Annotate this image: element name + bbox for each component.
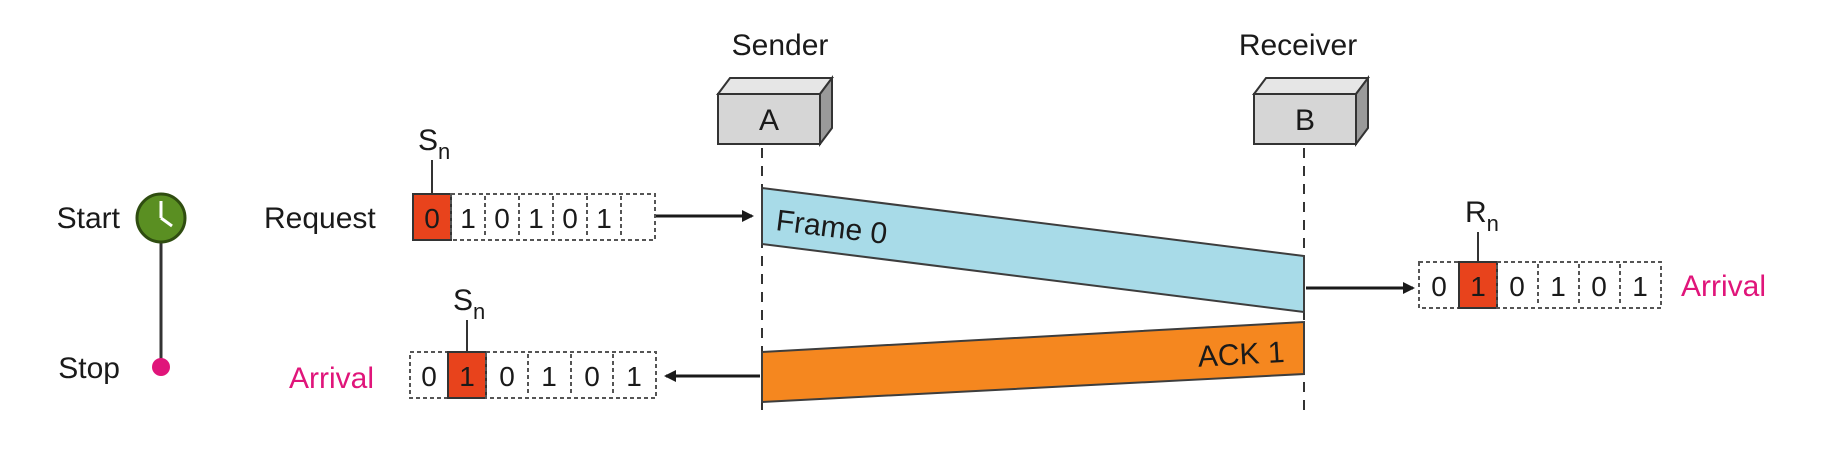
receiver-box-letter: B	[1295, 104, 1315, 137]
receiver-label: Receiver	[1239, 29, 1357, 62]
sn-pointer-label-top: Sn	[418, 124, 450, 164]
request-label: Request	[264, 202, 376, 235]
window-cell: 1	[1470, 271, 1486, 302]
window-cell: 0	[499, 361, 515, 392]
window-outline	[450, 193, 656, 241]
window-cell: 1	[459, 361, 475, 392]
rn-pointer-label: Rn	[1465, 196, 1499, 236]
window-cell: 1	[596, 203, 612, 234]
receiver-window: Rn 0 1 0 1 0 1 Arrival	[1418, 196, 1766, 309]
ack-band	[761, 320, 1305, 404]
window-cell: 1	[1632, 271, 1648, 302]
sender-window-top: Request Sn 0 1 0 1 0 1	[264, 124, 656, 241]
window-cell-highlight	[1458, 261, 1498, 309]
window-cell: 1	[626, 361, 642, 392]
window-cell: 0	[494, 203, 510, 234]
timer-stop-label: Stop	[58, 352, 120, 385]
receiver-arrival-label: Arrival	[1681, 270, 1766, 303]
receiver-box: B	[1252, 75, 1370, 147]
window-cell: 1	[1550, 271, 1566, 302]
window-cell: 1	[460, 203, 476, 234]
stop-dot-icon	[152, 358, 170, 376]
window-cell: 0	[424, 203, 440, 234]
ack-label: ACK 1	[1197, 336, 1285, 374]
frame-band	[761, 186, 1305, 314]
sn-pointer-label-bottom: Sn	[453, 284, 485, 324]
sender-box-letter: A	[759, 104, 779, 137]
window-cell: 0	[421, 361, 437, 392]
window-cell: 0	[1509, 271, 1525, 302]
window-cell-highlight	[447, 351, 487, 399]
timer-start-label: Start	[57, 202, 121, 235]
window-outline-right	[485, 351, 657, 399]
sender-box: A	[716, 75, 834, 147]
window-cell: 1	[528, 203, 544, 234]
window-cell: 1	[541, 361, 557, 392]
window-cell-highlight	[412, 193, 452, 241]
sender-window-bottom: Arrival Sn 0 1 0 1 0 1	[289, 284, 657, 399]
window-cell: 0	[1591, 271, 1607, 302]
window-cell: 0	[584, 361, 600, 392]
window-cell: 0	[562, 203, 578, 234]
timer: Start Stop	[57, 192, 187, 385]
window-cell: 0	[1431, 271, 1447, 302]
sender-arrival-label: Arrival	[289, 362, 374, 395]
sender-label: Sender	[732, 29, 829, 62]
